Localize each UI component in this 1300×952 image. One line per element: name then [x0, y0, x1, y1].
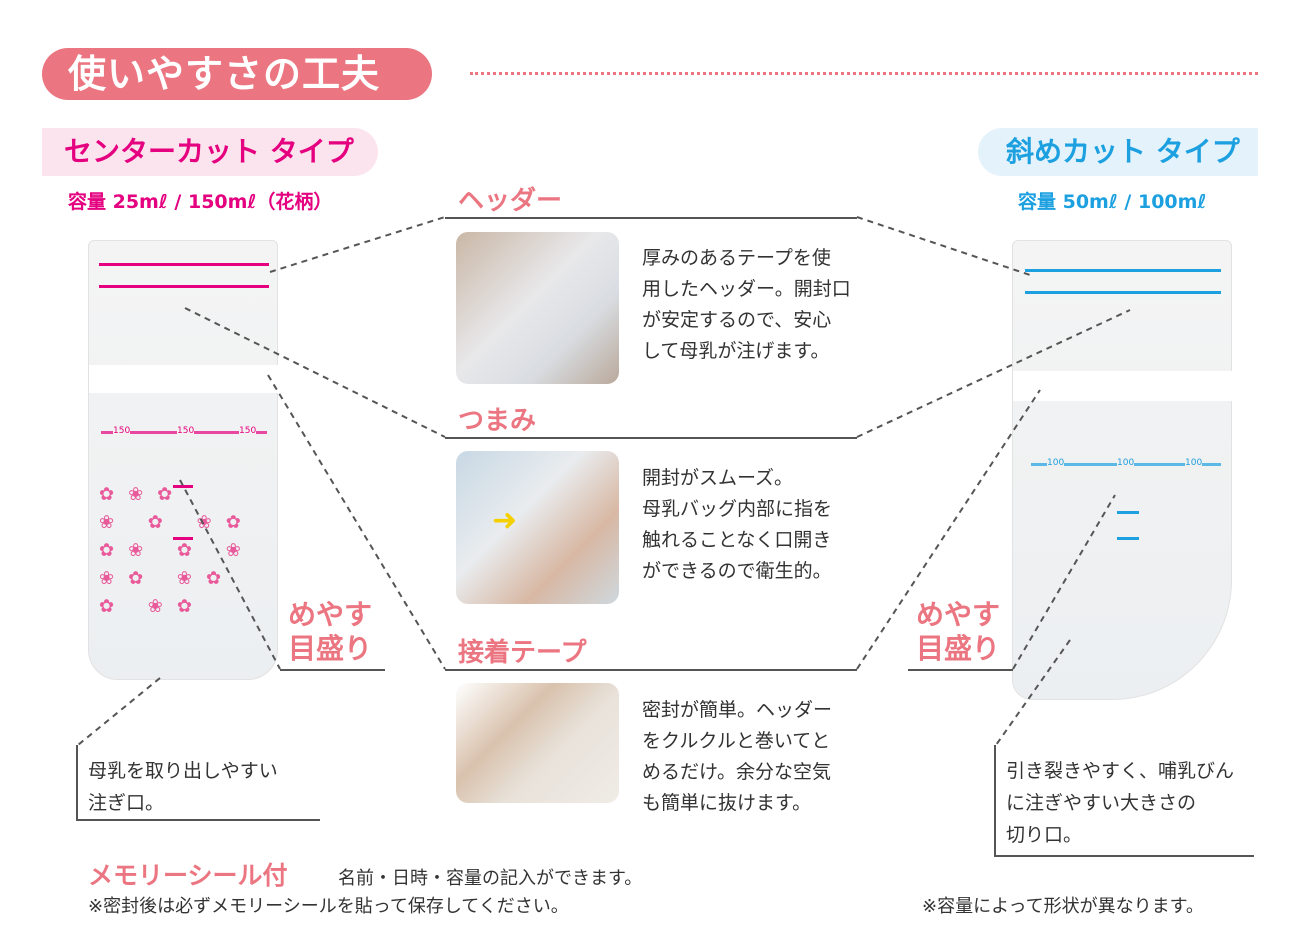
bag-mark: 150 [239, 426, 257, 436]
arrow-icon: ➜ [492, 503, 518, 538]
diagonal-cut-bag-image: 100 100 100 [1012, 240, 1233, 700]
center-cut-bag-image: 150 150 150 ✿❀✿❀ ✿ ❀✿✿❀ ✿ ❀❀✿ ❀✿✿ ❀✿ [88, 240, 279, 680]
section-divider [445, 437, 857, 439]
bag-mark: 100 [1185, 458, 1203, 468]
diagonal-cut-type-label: 斜めカット タイプ [978, 128, 1258, 176]
bag-mark: 150 [177, 426, 195, 436]
section-heading-tab: つまみ [458, 406, 537, 436]
section-text-adhesive-tape: 密封が簡単。ヘッダー をクルクルと巻いてと めるだけ。余分な空気 も簡単に抜けま… [642, 699, 833, 814]
memory-seal-title: メモリーシール付 [88, 861, 288, 890]
section-divider [445, 217, 857, 219]
bag-mark: 150 [113, 426, 131, 436]
header-photo [456, 232, 619, 384]
left-spout-callout: 母乳を取り出しやすい 注ぎ口。 [76, 745, 320, 821]
tab-photo: ➜ [456, 451, 619, 604]
title-divider [470, 72, 1258, 75]
memory-seal-desc: 名前・日時・容量の記入ができます。 [338, 868, 643, 889]
section-divider [445, 669, 857, 671]
right-scale-label: めやす 目盛り [916, 598, 1001, 665]
right-scale-underline [908, 669, 1013, 671]
flower-pattern: ✿❀✿❀ ✿ ❀✿✿❀ ✿ ❀❀✿ ❀✿✿ ❀✿ [99, 484, 255, 617]
page-title: 使いやすさの工夫 [42, 48, 432, 100]
section-heading-header: ヘッダー [458, 186, 563, 216]
section-text-header: 厚みのあるテープを使 用したヘッダー。開封口 が安定するので、安心 して母乳が注… [642, 247, 851, 362]
center-cut-capacity: 容量 25mℓ / 150mℓ（花柄） [68, 191, 333, 213]
left-scale-label: めやす 目盛り [288, 598, 373, 665]
bag-mark: 100 [1117, 458, 1135, 468]
section-text-tab: 開封がスムーズ。 母乳バッグ内部に指を 触れることなく口開き ができるので衛生的… [642, 467, 833, 582]
section-heading-adhesive-tape: 接着テープ [458, 638, 587, 668]
adhesive-tape-photo [456, 683, 619, 803]
diagonal-cut-capacity: 容量 50mℓ / 100mℓ [1018, 191, 1207, 213]
left-scale-underline [280, 669, 385, 671]
bag-mark: 100 [1047, 458, 1065, 468]
right-cut-callout: 引き裂きやすく、哺乳びん に注ぎやすい大きさの 切り口。 [994, 745, 1254, 857]
memory-seal-note: ※密封後は必ずメモリーシールを貼って保存してください。 [88, 896, 569, 917]
shape-note: ※容量によって形状が異なります。 [922, 896, 1204, 917]
center-cut-type-label: センターカット タイプ [42, 128, 378, 176]
